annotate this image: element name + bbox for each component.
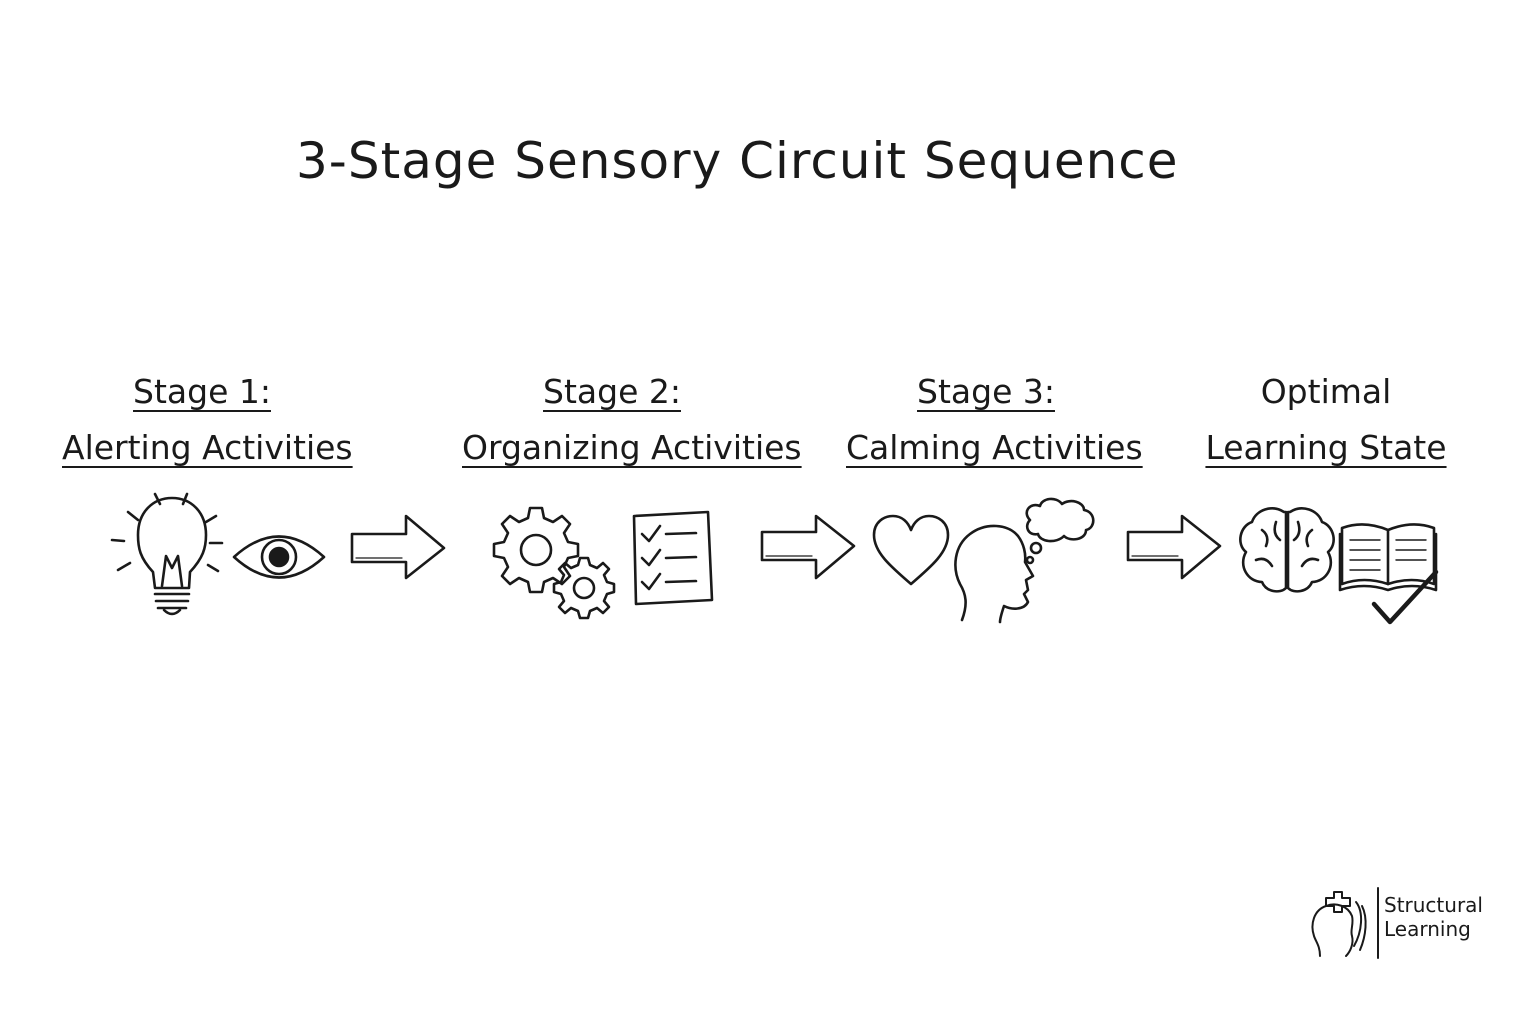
- stage-1-label: Stage 1: Alerting Activities: [62, 364, 353, 476]
- stage-1-heading: Stage 1:: [133, 372, 271, 411]
- checklist-icon: [632, 510, 714, 606]
- logo-wordmark: Structural Learning: [1384, 893, 1483, 941]
- logo-line-1: Structural: [1384, 893, 1483, 917]
- stage-3-heading: Stage 3:: [917, 372, 1055, 411]
- optimal-state-heading: Optimal: [1260, 372, 1392, 411]
- stage-3-description: Calming Activities: [846, 428, 1143, 467]
- open-book-check-icon: [1338, 523, 1439, 625]
- optimal-state-label: Optimal Learning State: [1196, 364, 1456, 476]
- stage-2-heading: Stage 2:: [543, 372, 681, 411]
- eye-icon: [232, 535, 326, 579]
- head-thought-icon: [954, 497, 1095, 624]
- arrow-right-icon: [350, 514, 446, 580]
- gears-icon: [492, 506, 616, 620]
- optimal-state-description: Learning State: [1205, 428, 1447, 467]
- stage-2-label: Stage 2: Organizing Activities: [462, 364, 802, 476]
- brain-icon: [1239, 507, 1335, 593]
- structural-learning-logo: [1311, 887, 1379, 959]
- stage-3-label: Stage 3: Calming Activities: [846, 364, 1143, 476]
- lightbulb-icon: [110, 492, 224, 616]
- stage-1-description: Alerting Activities: [62, 428, 353, 467]
- page-title: 3-Stage Sensory Circuit Sequence: [296, 132, 1179, 190]
- heart-icon: [872, 514, 950, 586]
- logo-line-2: Learning: [1384, 917, 1471, 941]
- arrow-right-icon: [1126, 514, 1222, 580]
- arrow-right-icon: [760, 514, 856, 580]
- stage-2-description: Organizing Activities: [462, 428, 802, 467]
